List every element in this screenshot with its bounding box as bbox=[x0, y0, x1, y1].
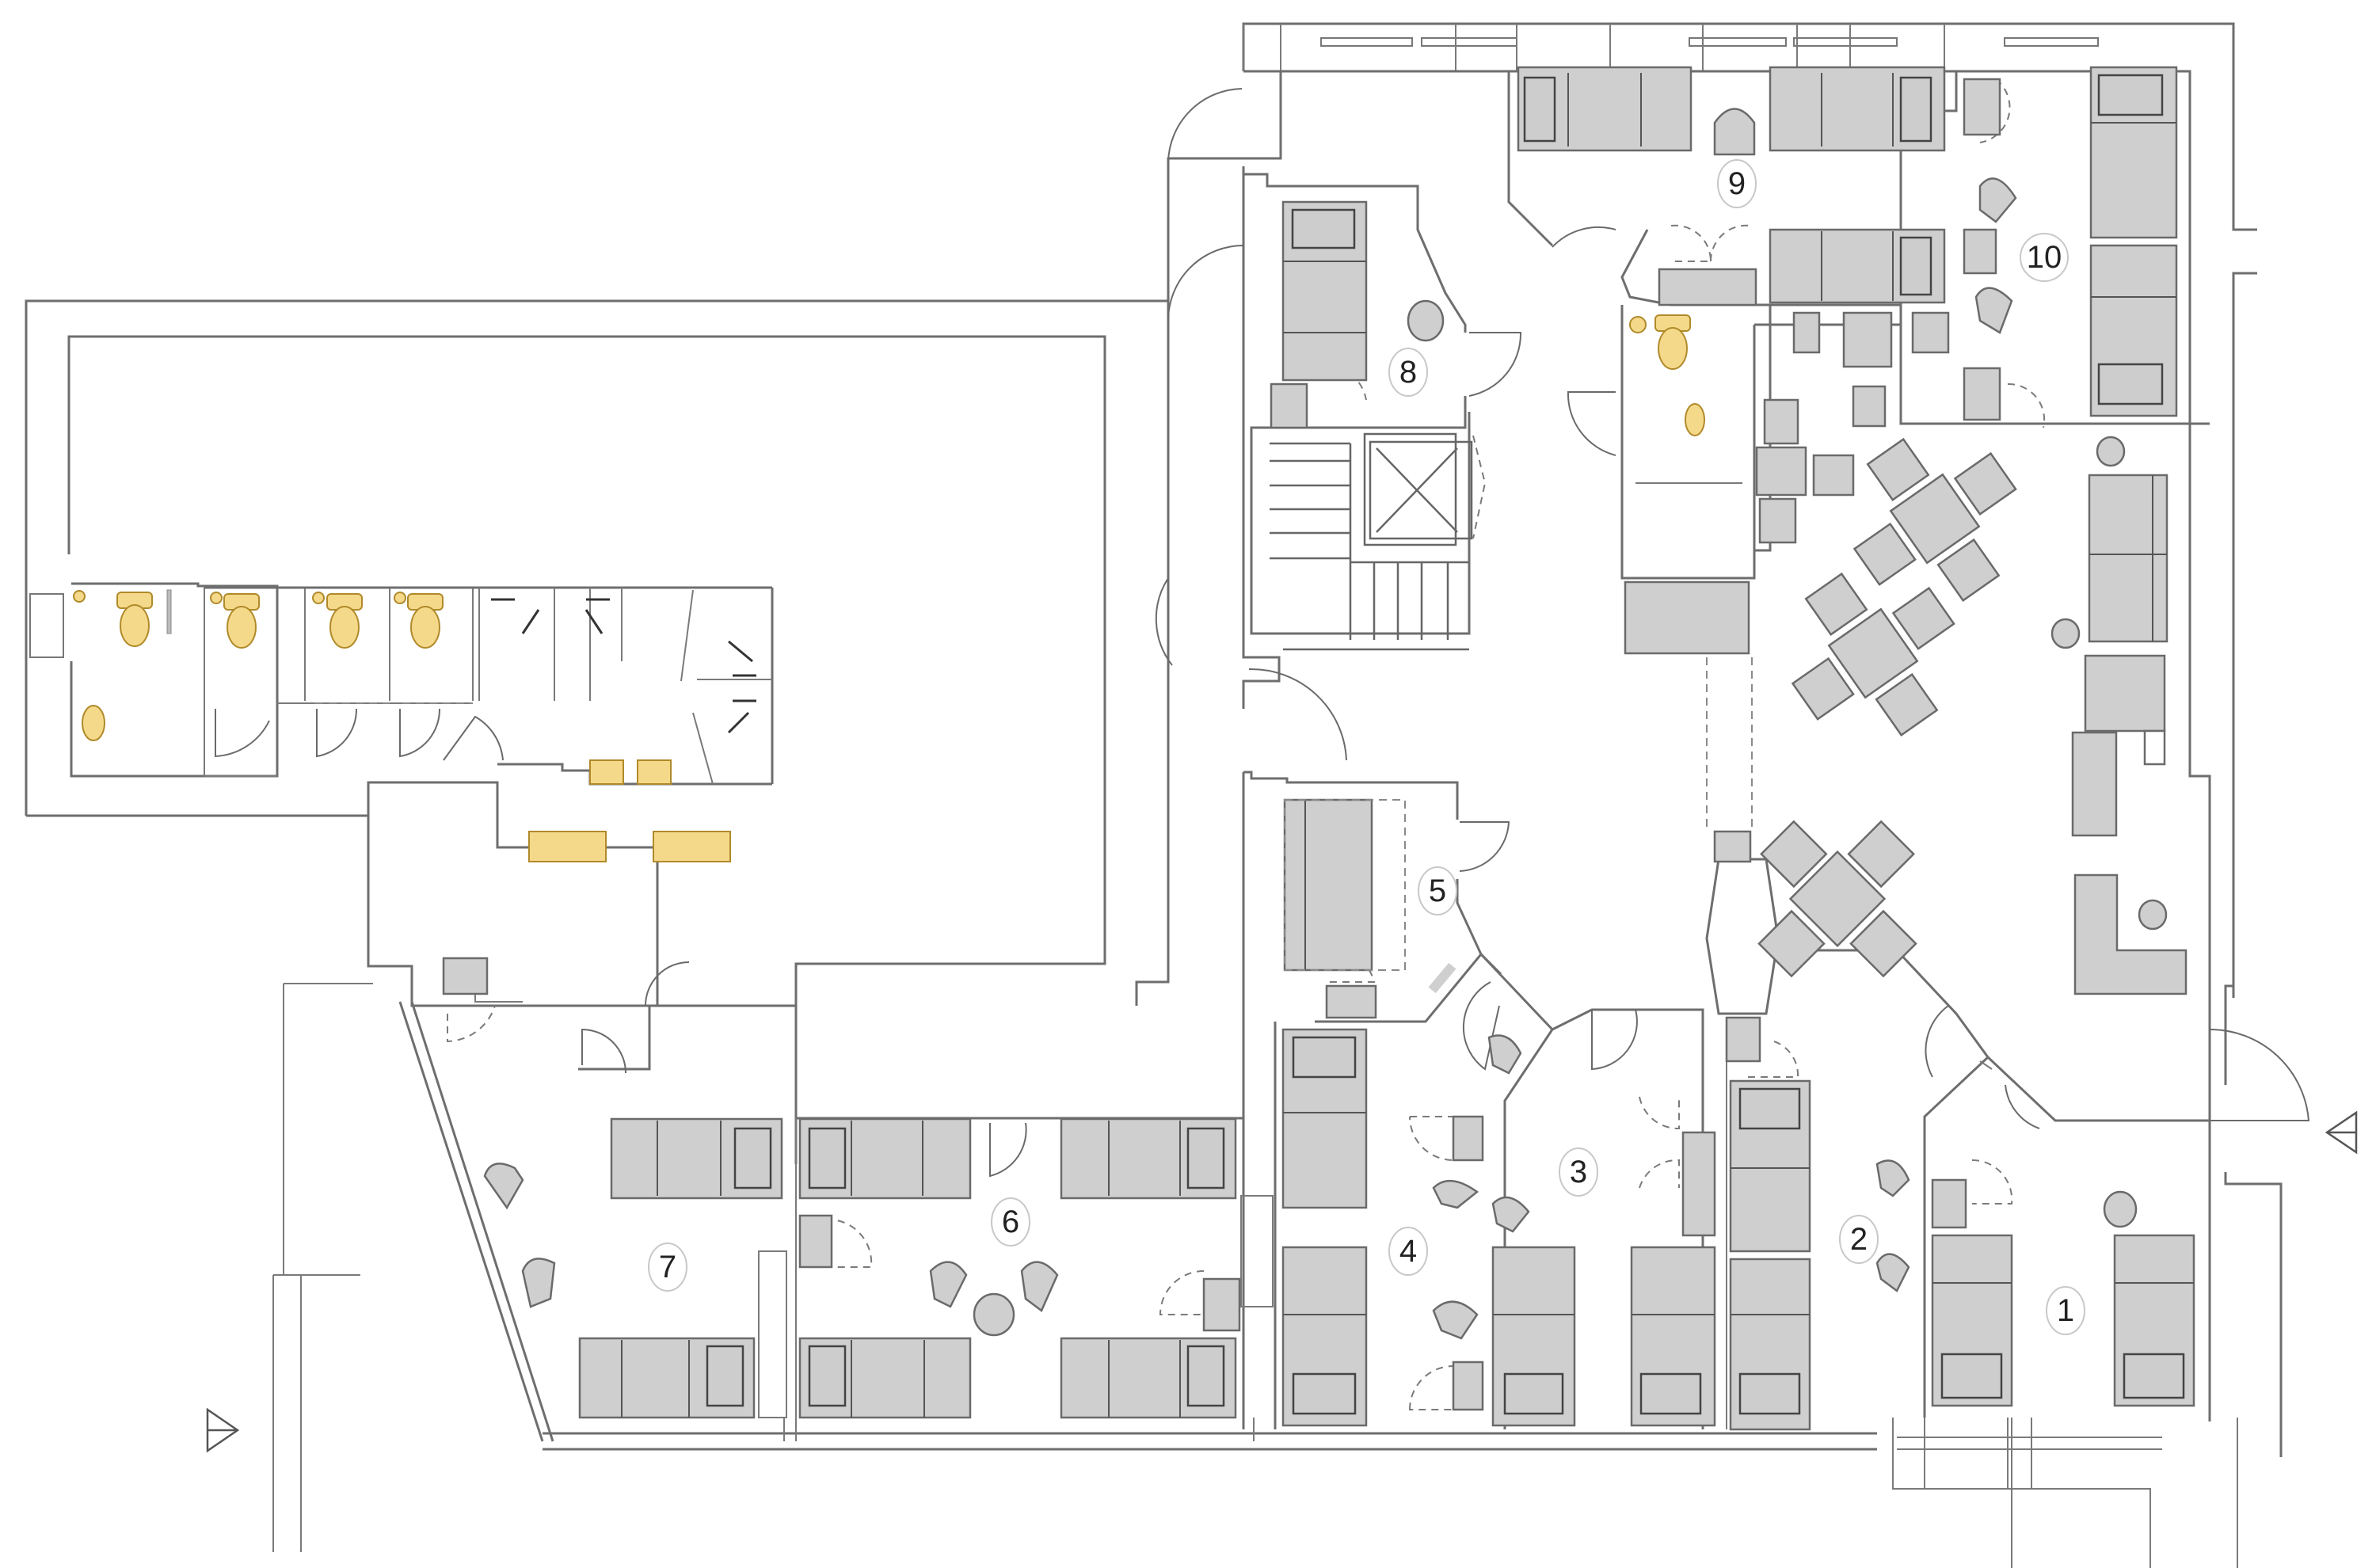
lounge-furniture bbox=[1755, 311, 2188, 995]
svg-text:1: 1 bbox=[2057, 1293, 2074, 1328]
room-label-8: 8 bbox=[1388, 348, 1428, 397]
svg-text:4: 4 bbox=[1399, 1234, 1417, 1269]
room-label-7: 7 bbox=[648, 1243, 687, 1292]
wardrobes bbox=[442, 78, 2001, 1411]
west-facade bbox=[272, 966, 554, 1552]
room-label-6: 6 bbox=[991, 1197, 1030, 1246]
room-label-5: 5 bbox=[1418, 866, 1457, 915]
svg-text:5: 5 bbox=[1429, 873, 1446, 908]
round-tables bbox=[973, 299, 2168, 1337]
exterior-walls bbox=[543, 22, 2283, 1568]
room-label-4: 4 bbox=[1388, 1227, 1428, 1276]
svg-text:8: 8 bbox=[1399, 355, 1417, 390]
doors bbox=[447, 78, 2310, 1410]
toilet-icon bbox=[116, 314, 1691, 649]
armchairs bbox=[483, 108, 2017, 1340]
room-label-9: 9 bbox=[1717, 159, 1757, 208]
svg-text:2: 2 bbox=[1850, 1222, 1868, 1257]
beds bbox=[578, 66, 2195, 1431]
svg-text:9: 9 bbox=[1728, 166, 1746, 201]
room-label-10: 10 bbox=[2020, 233, 2069, 282]
sink-icon bbox=[73, 316, 1705, 862]
courtyard-outline bbox=[25, 299, 1170, 1007]
svg-text:3: 3 bbox=[1570, 1155, 1587, 1189]
room-label-2: 2 bbox=[1839, 1215, 1879, 1264]
svg-text:7: 7 bbox=[659, 1250, 676, 1284]
window bbox=[29, 593, 64, 658]
room-label-3: 3 bbox=[1559, 1147, 1598, 1197]
room-label-1: 1 bbox=[2046, 1286, 2085, 1335]
washroom-block bbox=[29, 582, 774, 786]
entrance-arrow-west bbox=[206, 1407, 240, 1453]
shower-icon bbox=[491, 598, 756, 734]
elevator bbox=[1363, 432, 1487, 546]
svg-text:6: 6 bbox=[1002, 1205, 1019, 1239]
svg-text:10: 10 bbox=[2027, 240, 2062, 275]
stairs bbox=[1270, 442, 1469, 651]
room-labels: 1 2 3 4 5 6 7 8 9 10 bbox=[648, 159, 2085, 1335]
entrance-arrow-east bbox=[2325, 1110, 2358, 1155]
